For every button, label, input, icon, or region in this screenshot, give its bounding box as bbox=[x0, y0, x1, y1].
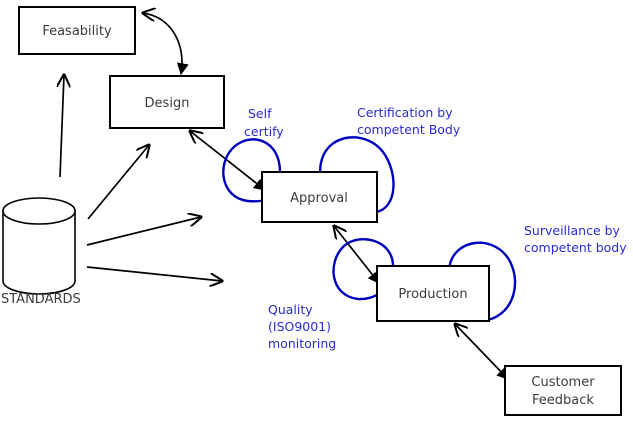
node-production-label: Production bbox=[398, 287, 467, 302]
edge-production-approval bbox=[334, 226, 379, 283]
annotation-surveillance-line2: competent body bbox=[524, 240, 627, 255]
annotation-surveillance: Surveillance by competent body bbox=[524, 223, 627, 255]
edge-standards-feasability bbox=[60, 75, 64, 178]
node-customer-feedback-label-line1: Customer bbox=[531, 375, 595, 390]
node-approval-label: Approval bbox=[290, 191, 348, 206]
edge-standards-production bbox=[86, 266, 222, 281]
datastore-standards bbox=[2, 197, 76, 295]
annotation-self-certify-line2: certify bbox=[244, 124, 284, 139]
node-design-label: Design bbox=[145, 96, 190, 111]
node-feasability[interactable]: Feasability bbox=[18, 6, 136, 55]
annotation-quality-line3: monitoring bbox=[268, 336, 336, 351]
node-approval[interactable]: Approval bbox=[261, 171, 378, 223]
annotation-self-certify-line1: Self bbox=[248, 106, 272, 121]
annotation-quality-line2: (ISO9001) bbox=[268, 319, 331, 334]
edge-standards-approval bbox=[86, 217, 201, 246]
annotation-self-certify: Self certify bbox=[244, 106, 284, 139]
datastore-standards-label: STANDARDS bbox=[1, 292, 81, 307]
edge-approval-design bbox=[190, 131, 265, 190]
edge-customerfeedback-production bbox=[455, 324, 508, 379]
annotation-certification-line2: competent Body bbox=[357, 122, 461, 137]
annotation-quality-line1: Quality bbox=[268, 302, 313, 317]
loop-certification bbox=[312, 136, 395, 214]
edge-design-feasability bbox=[143, 13, 182, 74]
node-feasability-label: Feasability bbox=[42, 24, 112, 39]
node-customer-feedback-label-line2: Feedback bbox=[532, 393, 594, 408]
annotation-certification: Certification by competent Body bbox=[357, 105, 461, 137]
annotation-surveillance-line1: Surveillance by bbox=[524, 223, 621, 238]
annotation-certification-line1: Certification by bbox=[357, 105, 453, 120]
edge-standards-design bbox=[87, 145, 149, 220]
node-customer-feedback[interactable]: Customer Feedback bbox=[504, 365, 622, 416]
node-production[interactable]: Production bbox=[376, 265, 490, 322]
annotation-quality: Quality (ISO9001) monitoring bbox=[268, 302, 336, 351]
node-design[interactable]: Design bbox=[109, 75, 225, 129]
